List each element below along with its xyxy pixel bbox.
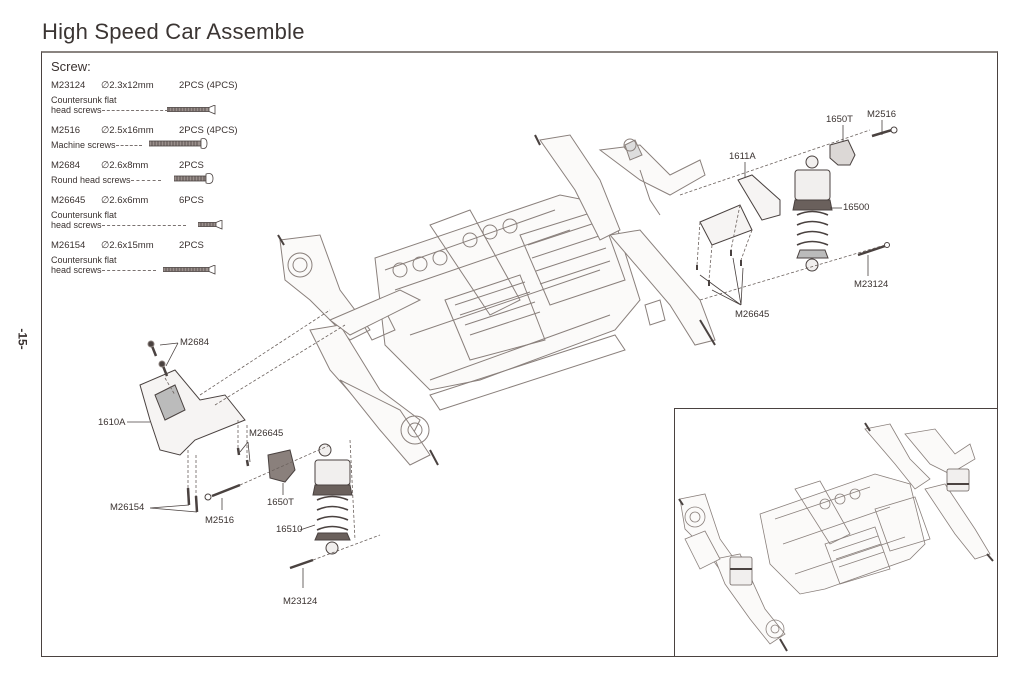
screw-list-heading: Screw: <box>51 59 91 74</box>
rear-suspension <box>534 134 716 346</box>
screw-type: Round head screws <box>51 173 271 185</box>
screw-item: M2684 ∅2.6x8mm 2PCS Round head screws <box>51 159 271 185</box>
countersunk-screw-icon <box>198 220 223 230</box>
screw-spec: M23124 ∅2.3x12mm 2PCS (4PCS) <box>51 79 271 92</box>
screw-item: M26154 ∅2.6x15mm 2PCS Countersunk flat h… <box>51 239 271 275</box>
screw-code: M2684 <box>51 160 81 171</box>
screw-qty: 2PCS (4PCS) <box>179 125 238 136</box>
screw-type-line2: Round head screws <box>51 175 131 185</box>
screw-spec: M26645 ∅2.6x6mm 6PCS <box>51 194 271 207</box>
callout-rear-mount-1650t: 1650T <box>826 114 853 125</box>
screw-size: ∅2.3x12mm <box>101 80 154 91</box>
callout-front-machine-screw-m2516: M2516 <box>205 515 235 526</box>
screw-type-line2: head screws <box>51 105 102 115</box>
callout-rear-screw-m2516: M2516 <box>867 109 897 120</box>
screw-type: Countersunk flat head screws <box>51 210 271 230</box>
screw-qty: 2PCS <box>179 240 204 251</box>
screw-code: M23124 <box>51 80 86 91</box>
screw-code: M26154 <box>51 240 86 251</box>
diagram-frame <box>41 51 998 657</box>
callout-front-shock-16510: 16510 <box>276 524 303 535</box>
screw-code: M26645 <box>51 195 86 206</box>
callout-front-bottom-screws-m26154: M26154 <box>110 502 145 513</box>
callout-rear-shock-screw-m23124: M23124 <box>854 279 889 290</box>
screw-size: ∅2.6x6mm <box>101 195 149 206</box>
callout-front-mount-1650t: 1650T <box>267 497 294 508</box>
assembled-chassis-drawing <box>678 422 994 652</box>
screw-item: M23124 ∅2.3x12mm 2PCS (4PCS) Countersunk… <box>51 79 271 115</box>
rear-shock <box>792 155 833 272</box>
screw-type-line2: Machine screws <box>51 140 116 150</box>
screw-item: M26645 ∅2.6x6mm 6PCS Countersunk flat he… <box>51 194 271 230</box>
screw-type: Countersunk flat head screws <box>51 255 271 275</box>
screw-list: Screw: M23124 ∅2.3x12mm 2PCS (4PCS) Coun… <box>51 59 271 284</box>
leader-line <box>101 270 156 272</box>
callout-front-screws-m26645: M26645 <box>249 428 284 439</box>
screw-code: M2516 <box>51 125 81 136</box>
callout-front-bumper-1610a: 1610A <box>98 417 126 428</box>
leader-line <box>115 145 142 147</box>
screw-size: ∅2.6x15mm <box>101 240 154 251</box>
screw-type-line2: head screws <box>51 220 102 230</box>
screw-size: ∅2.6x8mm <box>101 160 149 171</box>
screw-qty: 2PCS (4PCS) <box>179 80 238 91</box>
front-suspension <box>277 234 439 466</box>
screw-item: M2516 ∅2.5x16mm 2PCS (4PCS) Machine scre… <box>51 124 271 150</box>
screw-type-line1: Countersunk flat <box>51 210 117 220</box>
screw-qty: 2PCS <box>179 160 204 171</box>
countersunk-screw-icon <box>167 105 216 115</box>
callout-front-shock-screw-m23124: M23124 <box>283 596 318 607</box>
callout-rear-plate-1611a: 1611A <box>729 151 756 162</box>
round-head-screw-icon <box>174 173 214 184</box>
page-title: High Speed Car Assemble <box>42 19 305 44</box>
screw-type: Machine screws <box>51 138 271 150</box>
countersunk-screw-icon <box>163 265 216 275</box>
screw-qty: 6PCS <box>179 195 204 206</box>
screw-spec: M2684 ∅2.6x8mm 2PCS <box>51 159 271 172</box>
screw-type-line1: Countersunk flat <box>51 95 117 105</box>
screw-size: ∅2.5x16mm <box>101 125 154 136</box>
machine-screw-icon <box>149 138 208 149</box>
callout-front-bumper-screws-m2684: M2684 <box>180 337 210 348</box>
assembled-view-inset <box>674 408 998 657</box>
screw-spec: M26154 ∅2.6x15mm 2PCS <box>51 239 271 252</box>
screw-type-line2: head screws <box>51 265 102 275</box>
screw-type-line1: Countersunk flat <box>51 255 117 265</box>
callout-rear-plate-screws-m26645: M26645 <box>735 309 770 320</box>
leader-line <box>130 180 161 182</box>
screw-spec: M2516 ∅2.5x16mm 2PCS (4PCS) <box>51 124 271 137</box>
screw-type: Countersunk flat head screws <box>51 95 271 115</box>
chassis-tub <box>374 194 641 411</box>
leader-line <box>101 225 186 227</box>
callout-rear-shock-16500: 16500 <box>843 202 870 213</box>
leader-line <box>101 110 168 112</box>
